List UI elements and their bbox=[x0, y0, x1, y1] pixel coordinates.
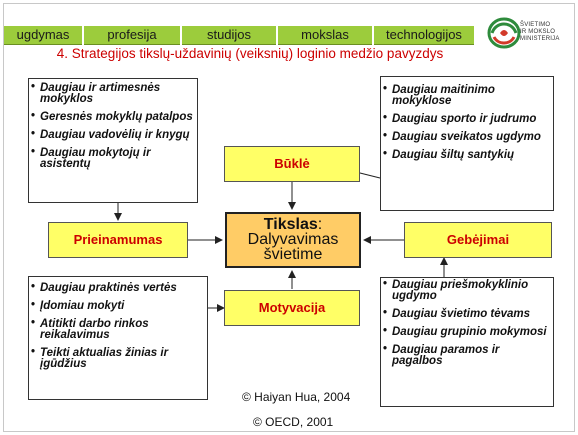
goal-line: Dalyvavimas bbox=[247, 231, 339, 248]
nav-item-mokslas[interactable]: mokslas bbox=[301, 27, 349, 42]
nav-item-ugdymas[interactable]: ugdymas bbox=[16, 27, 70, 42]
nav-item-technologijos[interactable]: technologijos bbox=[386, 27, 462, 42]
list-top-right: Daugiau maitinimo mokyklose Daugiau spor… bbox=[380, 76, 554, 211]
list-item: Daugiau šiltų santykių bbox=[383, 149, 553, 161]
goal-line: švietime bbox=[263, 246, 323, 263]
credit-haiyan: © Haiyan Hua, 2004 bbox=[242, 390, 351, 404]
list-item: Daugiau priešmokyklinio ugdymo bbox=[383, 279, 553, 302]
nav-item-profesija[interactable]: profesija bbox=[107, 27, 157, 42]
slide-frame bbox=[3, 3, 575, 432]
slide-title: 4. Strategijos tikslų-uždavinių (veiksni… bbox=[56, 46, 444, 61]
list-item: Daugiau vadovėlių ir knygų bbox=[31, 129, 197, 141]
list-item: Daugiau ir artimesnės mokyklos bbox=[31, 82, 197, 105]
credit-oecd: © OECD, 2001 bbox=[253, 415, 334, 429]
list-item: Daugiau sporto ir judrumo bbox=[383, 113, 553, 125]
goal-label: Tikslas bbox=[263, 216, 318, 233]
box-motyvacija: Motyvacija bbox=[224, 290, 360, 326]
nav-bar-rule bbox=[4, 44, 474, 45]
list-top-left: Daugiau ir artimesnės mokyklos Geresnės … bbox=[28, 78, 198, 203]
list-item: Teikti aktualias žinias ir įgūdžius bbox=[31, 347, 207, 370]
nav-separator bbox=[82, 26, 84, 45]
list-item: Geresnės mokyklų patalpos bbox=[31, 111, 197, 123]
nav-separator bbox=[180, 26, 182, 45]
list-bottom-right: Daugiau priešmokyklinio ugdymo Daugiau š… bbox=[380, 277, 554, 407]
list-item: Įdomiau mokyti bbox=[31, 300, 207, 312]
list-item: Daugiau paramos ir pagalbos bbox=[383, 344, 553, 367]
list-item: Daugiau praktinės vertės bbox=[31, 282, 207, 294]
list-item: Daugiau mokytojų ir asistentų bbox=[31, 147, 197, 170]
logo-text: ŠVIETIMO IR MOKSLO MINISTERIJA bbox=[520, 22, 560, 42]
list-item: Daugiau sveikatos ugdymo bbox=[383, 131, 553, 143]
box-prieinamumas: Prieinamumas bbox=[48, 222, 188, 258]
box-bukle: Būklė bbox=[224, 146, 360, 182]
list-item: Atitikti darbo rinkos reikalavimus bbox=[31, 318, 207, 341]
list-item: Daugiau maitinimo mokyklose bbox=[383, 84, 553, 107]
list-item: Daugiau švietimo tėvams bbox=[383, 308, 553, 320]
goal-box: Tikslas: Dalyvavimas švietime bbox=[225, 212, 361, 268]
box-gebejimai: Gebėjimai bbox=[404, 222, 552, 258]
nav-separator bbox=[372, 26, 374, 45]
list-item: Daugiau grupinio mokymosi bbox=[383, 326, 553, 338]
ministry-logo bbox=[487, 17, 521, 49]
nav-bar bbox=[4, 26, 474, 45]
nav-item-studijos[interactable]: studijos bbox=[206, 27, 252, 42]
nav-separator bbox=[276, 26, 278, 45]
list-bottom-left: Daugiau praktinės vertės Įdomiau mokyti … bbox=[28, 276, 208, 400]
